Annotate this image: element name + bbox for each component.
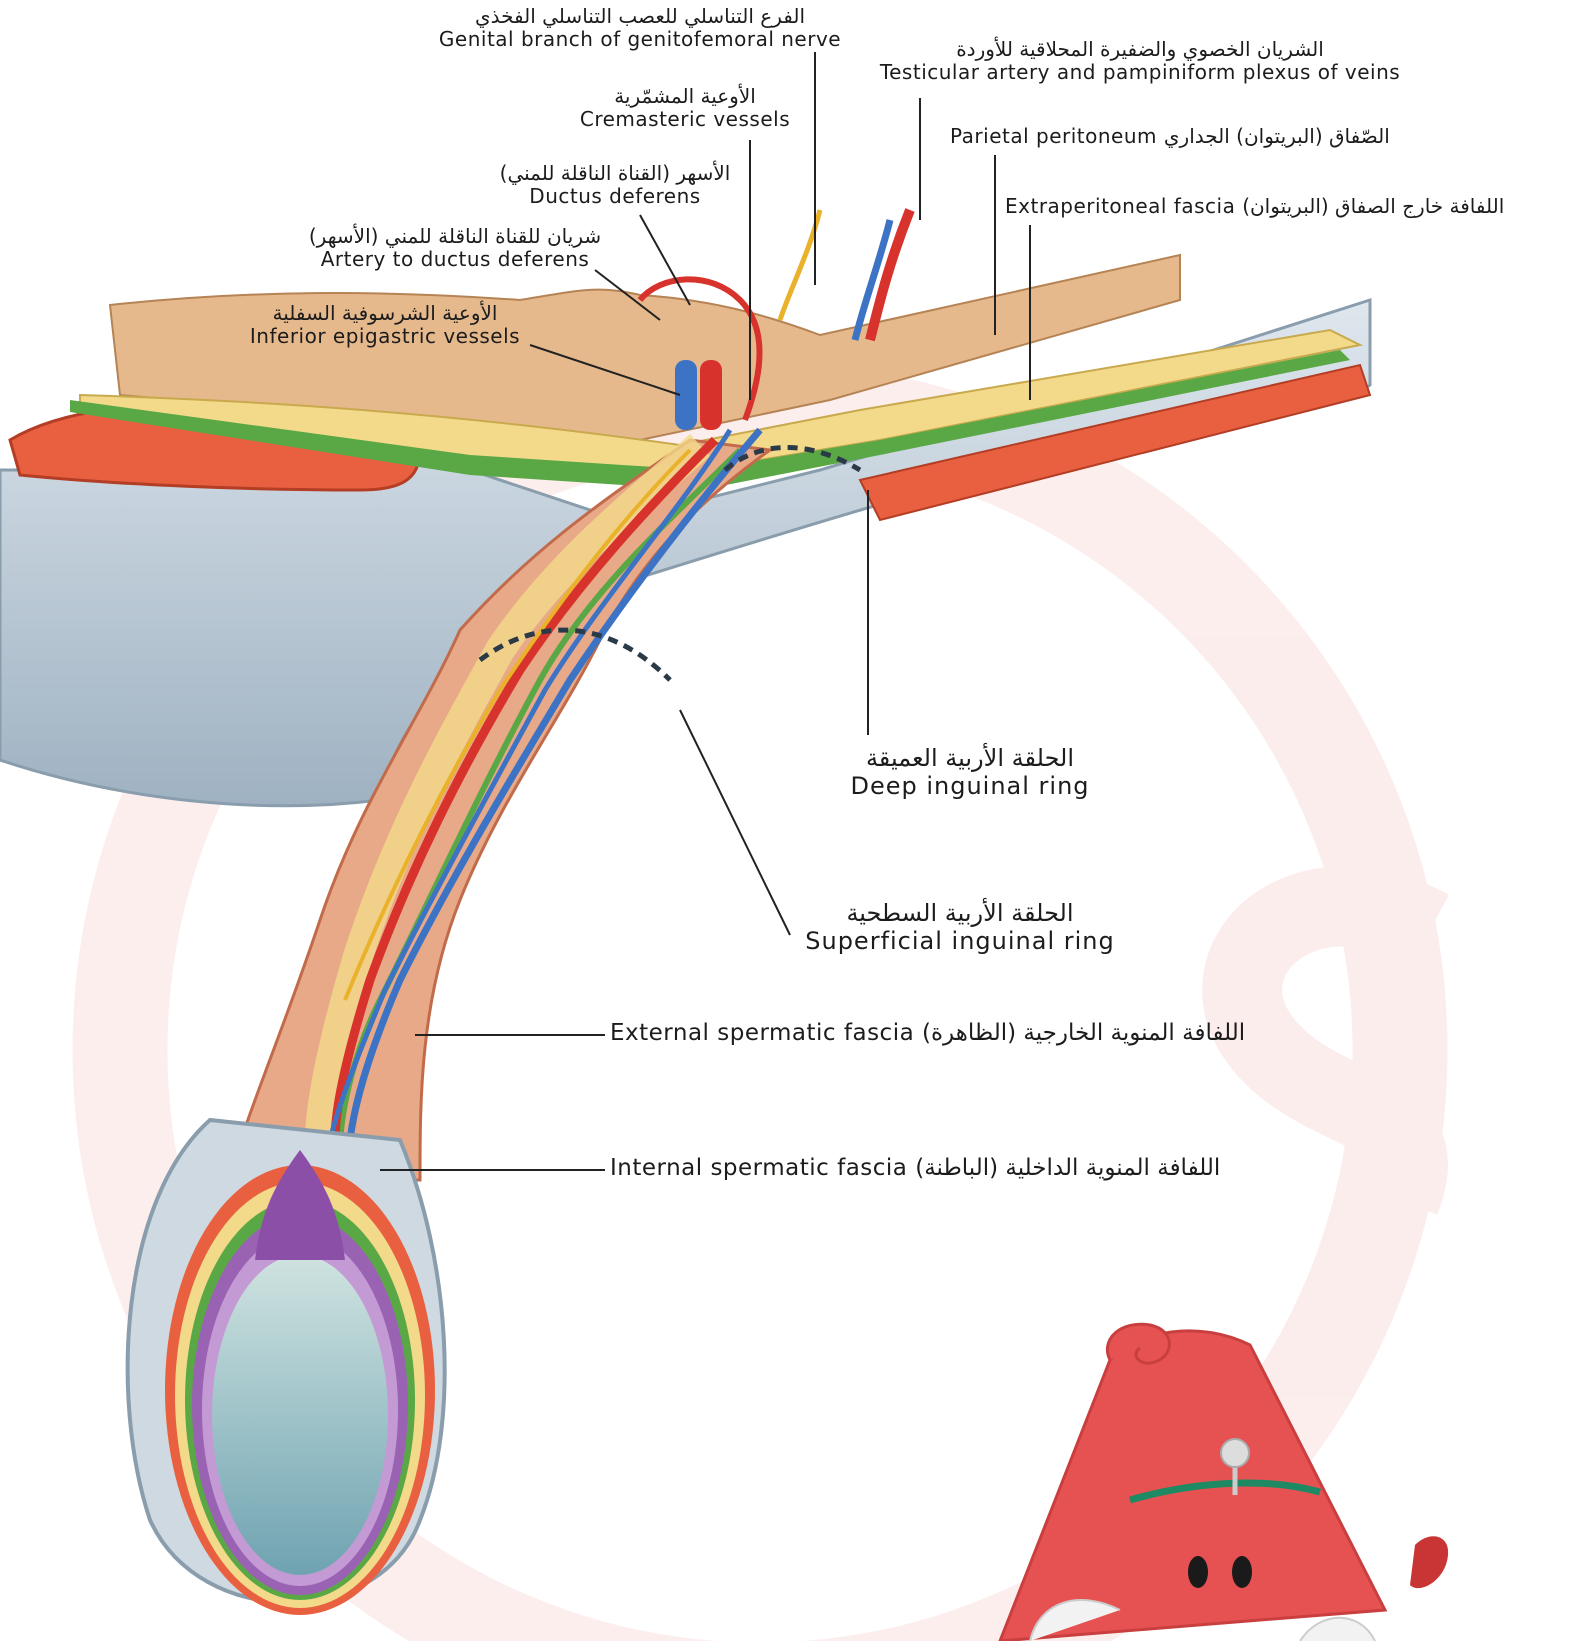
- label-artery-ductus: شريان للقناة الناقلة للمني (الأسهر) Arte…: [285, 225, 625, 271]
- label-ductus-deferens-en: Ductus deferens: [470, 185, 760, 208]
- label-external-fascia: External spermatic fascia اللفافة المنوي…: [610, 1020, 1245, 1046]
- scrotal-sac: [128, 1120, 445, 1615]
- label-superficial-ring-ar: الحلقة الأربية السطحية: [780, 900, 1140, 928]
- label-artery-ductus-ar: شريان للقناة الناقلة للمني (الأسهر): [285, 225, 625, 248]
- label-superficial-ring-en: Superficial inguinal ring: [780, 928, 1140, 956]
- label-genital-branch-ar: الفرع التناسلي للعصب التناسلي الفخذي: [420, 5, 860, 28]
- label-testicular-artery-en: Testicular artery and pampiniform plexus…: [860, 61, 1420, 84]
- label-internal-fascia: Internal spermatic fascia اللفافة المنوي…: [610, 1155, 1220, 1181]
- label-genital-branch: الفرع التناسلي للعصب التناسلي الفخذي Gen…: [420, 5, 860, 51]
- label-inferior-epigastric-ar: الأوعية الشرسوفية السفلية: [230, 302, 540, 325]
- label-internal-fascia-text: Internal spermatic fascia اللفافة المنوي…: [610, 1155, 1220, 1181]
- label-ductus-deferens-ar: الأسهر (القناة الناقلة للمني): [470, 162, 760, 185]
- label-testicular-artery-ar: الشريان الخصوي والضفيرة المحلاقية للأورد…: [860, 38, 1420, 61]
- testis: [212, 1255, 388, 1575]
- label-inferior-epigastric-en: Inferior epigastric vessels: [230, 325, 540, 348]
- label-parietal-peritoneum: Parietal peritoneum الصّفاق (البريتوان) …: [950, 125, 1390, 148]
- label-cremasteric-vessels-ar: الأوعية المشمّرية: [570, 85, 800, 108]
- label-artery-ductus-en: Artery to ductus deferens: [285, 248, 625, 271]
- label-inferior-epigastric: الأوعية الشرسوفية السفلية Inferior epiga…: [230, 302, 540, 348]
- label-ductus-deferens: الأسهر (القناة الناقلة للمني) Ductus def…: [470, 162, 760, 208]
- label-external-fascia-text: External spermatic fascia اللفافة المنوي…: [610, 1020, 1245, 1046]
- label-deep-ring-en: Deep inguinal ring: [820, 773, 1120, 801]
- label-cremasteric-vessels-en: Cremasteric vessels: [570, 108, 800, 131]
- label-testicular-artery: الشريان الخصوي والضفيرة المحلاقية للأورد…: [860, 38, 1420, 84]
- mascot-logo: [1000, 1324, 1448, 1641]
- label-parietal-peritoneum-text: Parietal peritoneum الصّفاق (البريتوان) …: [950, 125, 1390, 148]
- label-cremasteric-vessels: الأوعية المشمّرية Cremasteric vessels: [570, 85, 800, 131]
- label-extraperitoneal-fascia: Extraperitoneal fascia اللفافة خارج الصف…: [1005, 195, 1504, 218]
- label-extraperitoneal-fascia-text: Extraperitoneal fascia اللفافة خارج الصف…: [1005, 195, 1504, 218]
- label-superficial-ring: الحلقة الأربية السطحية Superficial ingui…: [780, 900, 1140, 955]
- label-deep-ring: الحلقة الأربية العميقة Deep inguinal rin…: [820, 745, 1120, 800]
- label-genital-branch-en: Genital branch of genitofemoral nerve: [420, 28, 860, 51]
- label-deep-ring-ar: الحلقة الأربية العميقة: [820, 745, 1120, 773]
